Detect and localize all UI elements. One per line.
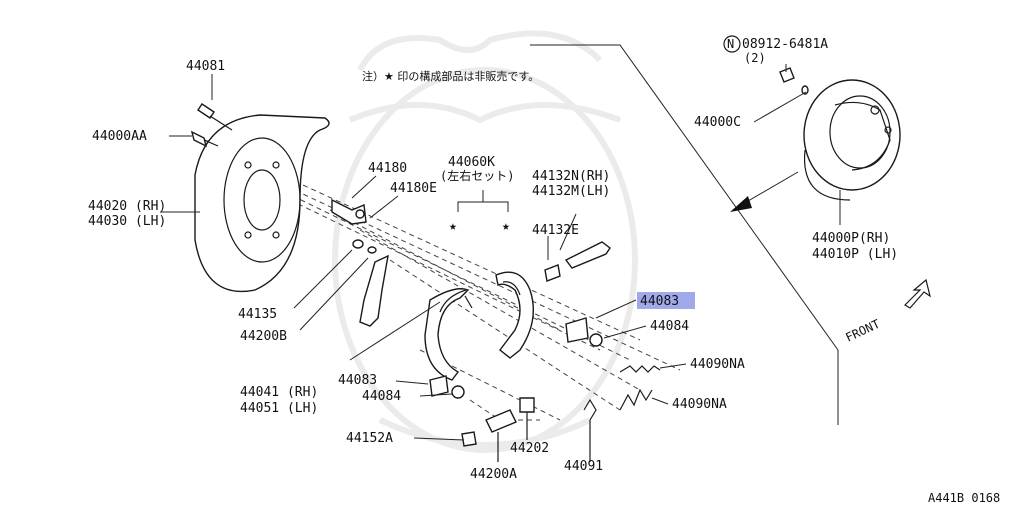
label-44084-left: 44084 — [362, 389, 401, 404]
brake-shoe-left — [424, 288, 473, 381]
label-44041: 44041 (RH) — [240, 385, 318, 400]
svg-text:★: ★ — [502, 219, 510, 234]
label-44132M: 44132M(LH) — [532, 184, 610, 199]
label-44083-left: 44083 — [338, 373, 377, 388]
label-44200A: 44200A — [470, 467, 517, 482]
highlight-44083 — [637, 292, 695, 309]
label-44083-highlighted[interactable]: 44083 — [640, 294, 679, 309]
label-44060K: 44060K — [448, 155, 495, 170]
bolt-44000AA — [190, 130, 219, 148]
label-44051: 44051 (LH) — [240, 401, 318, 416]
label-44200B: 44200B — [240, 329, 287, 344]
label-44180: 44180 — [368, 161, 407, 176]
divider-line — [530, 44, 839, 425]
washer-44000C — [801, 85, 809, 95]
cup-44084-left — [451, 385, 465, 399]
adjuster-lever-44132N — [564, 241, 611, 269]
return-spring-44090NA-2 — [619, 388, 653, 411]
label-44132E: 44132E — [532, 223, 579, 238]
cup-44084-right — [589, 333, 603, 347]
watermark-emblem — [332, 30, 638, 453]
lever-44200B — [359, 254, 389, 327]
nut-08912 — [779, 67, 795, 83]
label-44091: 44091 — [564, 459, 603, 474]
label-44010P: 44010P (LH) — [812, 247, 898, 262]
label-44020: 44020 (RH) — [88, 199, 166, 214]
label-08912-qty: (2) — [744, 51, 766, 65]
label-44132N: 44132N(RH) — [532, 169, 610, 184]
washer-44135 — [352, 239, 377, 254]
label-44135: 44135 — [238, 307, 277, 322]
label-44090NA-1: 44090NA — [690, 357, 745, 372]
pin-44202 — [519, 397, 535, 440]
direction-arrow — [730, 171, 799, 212]
leader-lines — [160, 64, 841, 441]
note-text: 注）★ 印の構成部品は非販売です。 — [362, 69, 539, 83]
label-44202: 44202 — [510, 441, 549, 456]
label-44030: 44030 (LH) — [88, 214, 166, 229]
label-44000P: 44000P(RH) — [812, 231, 890, 246]
svg-text:N: N — [727, 37, 734, 51]
star-markers: ★ ★ — [449, 190, 510, 234]
nut-44152A — [461, 431, 477, 447]
front-arrow-icon — [904, 278, 931, 309]
brake-shoe-right — [495, 271, 535, 359]
label-44090NA-2: 44090NA — [672, 397, 727, 412]
adjuster-44180 — [331, 198, 367, 225]
label-44081: 44081 — [186, 59, 225, 74]
bolt-44081 — [197, 103, 233, 131]
front-label: FRONT — [843, 317, 882, 345]
spring-44091 — [583, 398, 597, 462]
label-44060K-sub: (左右セット) — [440, 168, 514, 183]
label-44000C: 44000C — [694, 115, 741, 130]
spring-44083-left — [429, 375, 449, 397]
label-08912: 08912-6481A — [742, 37, 828, 52]
label-44152A: 44152A — [346, 431, 393, 446]
circled-n-icon: N — [723, 35, 741, 53]
label-44000AA: 44000AA — [92, 129, 147, 144]
svg-text:★: ★ — [449, 219, 457, 234]
backing-plate — [194, 114, 330, 293]
backing-plate-right — [803, 79, 901, 201]
return-spring-44090NA-1 — [619, 365, 661, 373]
spring-44132E — [544, 264, 561, 282]
spring-44083-right — [565, 317, 589, 343]
label-44180E: 44180E — [390, 181, 437, 196]
label-44084-right: 44084 — [650, 319, 689, 334]
strut-44200A — [485, 409, 517, 462]
figure-code: A441B 0168 — [928, 491, 1000, 505]
